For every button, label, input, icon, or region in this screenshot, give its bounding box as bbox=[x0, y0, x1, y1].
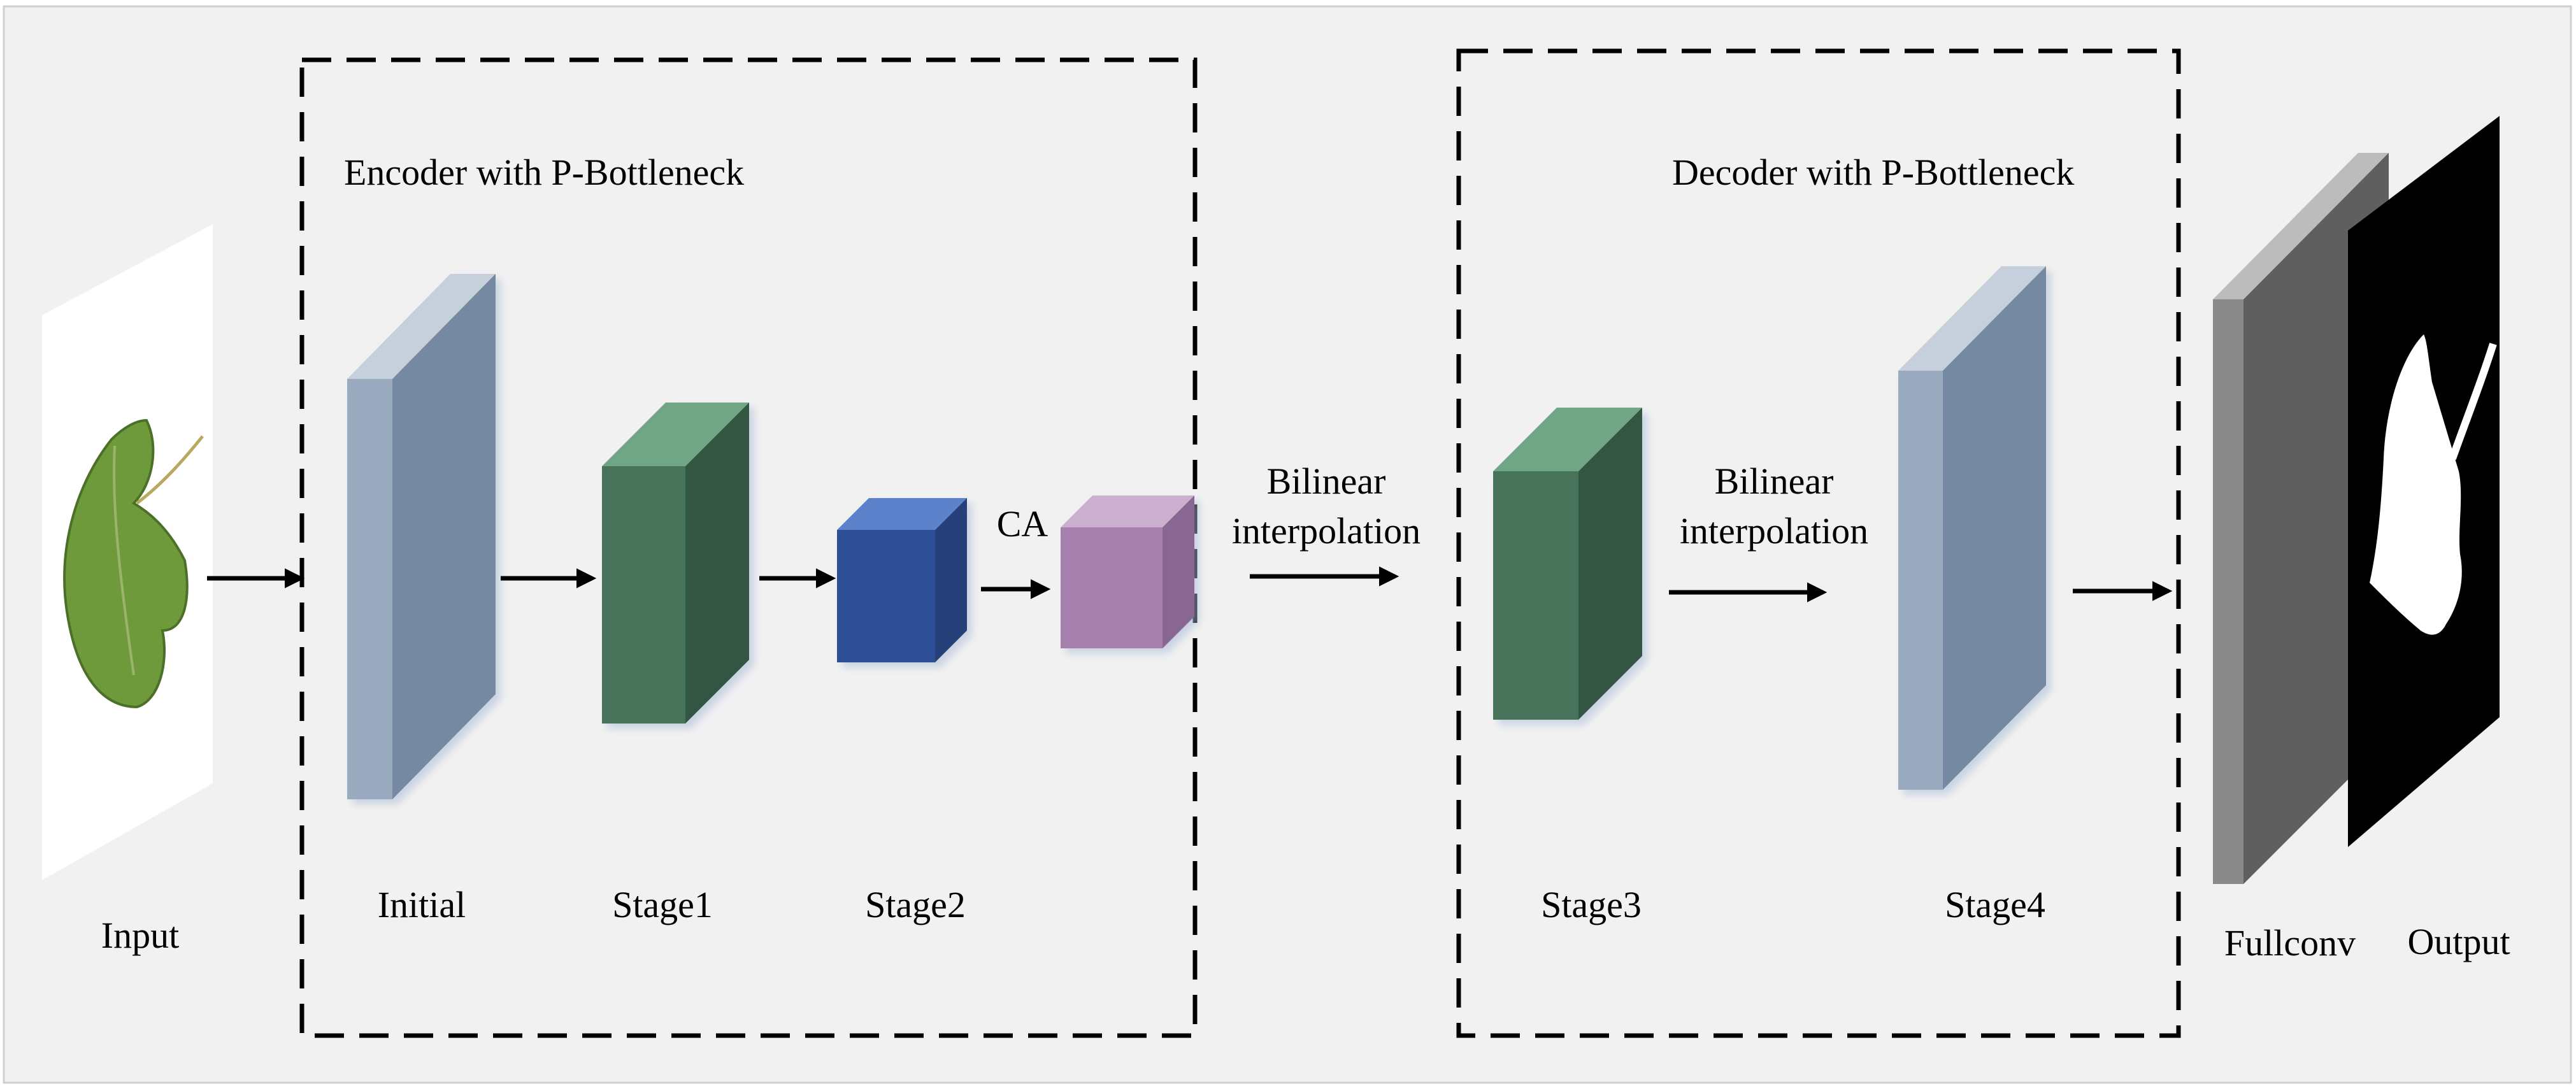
decoder-box bbox=[1456, 48, 2181, 1038]
bilinear-label-2-line1: Bilinear bbox=[1715, 460, 1834, 502]
stage3-label: Stage3 bbox=[1541, 884, 1642, 925]
output-image bbox=[2348, 116, 2500, 847]
initial-label: Initial bbox=[378, 884, 466, 925]
leaf-icon bbox=[63, 418, 204, 709]
input-label: Input bbox=[101, 915, 179, 956]
ca-block bbox=[1061, 496, 1194, 648]
decoder-title: Decoder with P-Bottleneck bbox=[1672, 152, 2074, 193]
stage2-label: Stage2 bbox=[865, 884, 966, 925]
bilinear-label-2-line2: interpolation bbox=[1680, 510, 1868, 552]
fullconv-label: Fullconv bbox=[2224, 922, 2356, 964]
stage2-block bbox=[837, 498, 967, 662]
stage3-block bbox=[1493, 408, 1642, 720]
encoder-title: Encoder with P-Bottleneck bbox=[344, 152, 744, 193]
input-image bbox=[42, 224, 213, 880]
ca-label: CA bbox=[997, 503, 1048, 545]
bilinear-label-1-line2: interpolation bbox=[1232, 510, 1420, 552]
encoder-box bbox=[299, 57, 1198, 1038]
stage4-label: Stage4 bbox=[1945, 884, 2045, 925]
output-label: Output bbox=[2407, 921, 2510, 962]
initial-block bbox=[347, 274, 496, 799]
stage1-label: Stage1 bbox=[612, 884, 713, 925]
stage4-block bbox=[1898, 266, 2046, 790]
bilinear-label-1-line1: Bilinear bbox=[1267, 460, 1386, 502]
stage1-block bbox=[602, 403, 749, 724]
segmentation-mask-icon bbox=[2370, 334, 2497, 635]
